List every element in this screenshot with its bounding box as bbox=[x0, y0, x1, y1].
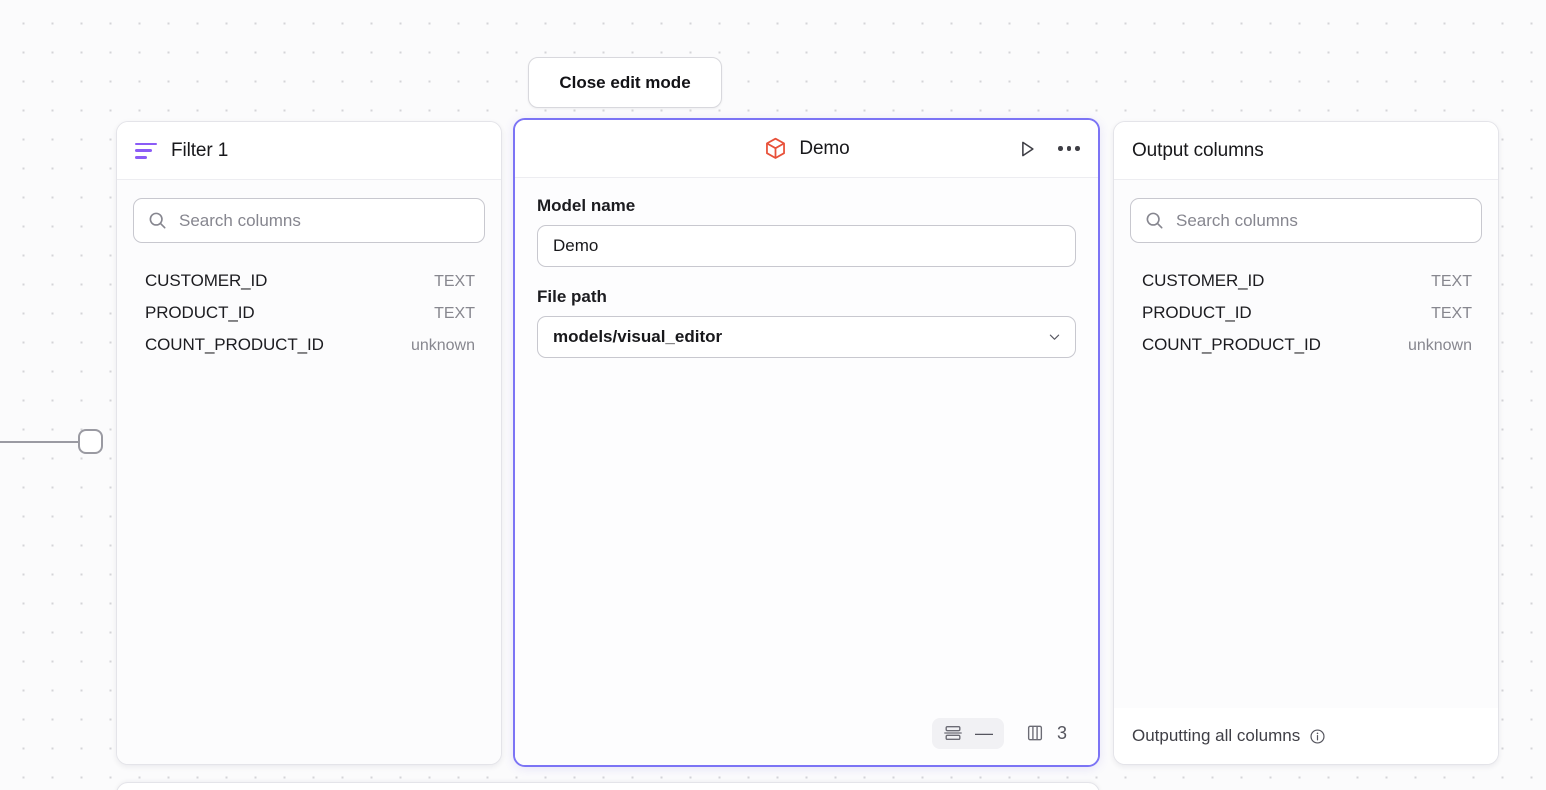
table-row[interactable]: CUSTOMER_ID TEXT bbox=[135, 265, 483, 297]
column-name: COUNT_PRODUCT_ID bbox=[145, 335, 324, 354]
model-title-group: Demo bbox=[763, 136, 850, 161]
output-panel-title: Output columns bbox=[1132, 139, 1264, 161]
filter-icon bbox=[135, 142, 157, 159]
column-name: CUSTOMER_ID bbox=[1142, 271, 1265, 290]
column-type: TEXT bbox=[1431, 305, 1472, 322]
row-count-stat[interactable]: — bbox=[931, 717, 1004, 749]
model-panel-actions bbox=[1014, 120, 1082, 177]
file-path-select[interactable]: models/visual_editor bbox=[537, 316, 1076, 358]
table-row[interactable]: PRODUCT_ID TEXT bbox=[135, 297, 483, 329]
filter-panel-header: Filter 1 bbox=[117, 122, 501, 180]
model-panel[interactable]: Demo Model name File path models/visual_… bbox=[513, 118, 1100, 767]
ellipsis-icon bbox=[1058, 146, 1080, 151]
row-count-value: — bbox=[974, 722, 993, 743]
model-name-input[interactable] bbox=[537, 225, 1076, 267]
rows-icon bbox=[944, 725, 962, 741]
output-columns-panel[interactable]: Output columns CUSTOMER_ID TEXT PRODUCT_… bbox=[1113, 121, 1499, 765]
output-footer-text: Outputting all columns bbox=[1132, 726, 1301, 745]
filter-panel-title: Filter 1 bbox=[171, 139, 229, 161]
search-icon bbox=[1146, 212, 1163, 229]
output-panel-header: Output columns bbox=[1114, 122, 1498, 180]
filter-search-input[interactable] bbox=[179, 210, 470, 231]
file-path-select-wrap: models/visual_editor bbox=[537, 316, 1076, 358]
filter-panel-body: CUSTOMER_ID TEXT PRODUCT_ID TEXT COUNT_P… bbox=[117, 180, 501, 764]
table-row[interactable]: CUSTOMER_ID TEXT bbox=[1132, 265, 1480, 297]
output-search-input[interactable] bbox=[1176, 210, 1467, 231]
file-path-value: models/visual_editor bbox=[553, 327, 723, 346]
table-row[interactable]: PRODUCT_ID TEXT bbox=[1132, 297, 1480, 329]
column-type: unknown bbox=[410, 337, 475, 354]
connection-handle[interactable] bbox=[78, 429, 103, 454]
column-type: TEXT bbox=[434, 305, 475, 322]
table-row[interactable]: COUNT_PRODUCT_ID unknown bbox=[135, 329, 483, 361]
table-row[interactable]: COUNT_PRODUCT_ID unknown bbox=[1132, 329, 1480, 361]
play-icon bbox=[1022, 141, 1034, 156]
column-type: TEXT bbox=[1431, 273, 1472, 290]
output-column-list: CUSTOMER_ID TEXT PRODUCT_ID TEXT COUNT_P… bbox=[1130, 265, 1482, 361]
search-icon bbox=[149, 212, 166, 229]
close-edit-mode-button[interactable]: Close edit mode bbox=[528, 57, 722, 108]
model-panel-header: Demo bbox=[515, 120, 1098, 178]
output-search-box[interactable] bbox=[1130, 198, 1482, 243]
filter-search-box[interactable] bbox=[133, 198, 485, 243]
column-name: PRODUCT_ID bbox=[145, 303, 255, 322]
model-panel-body: Model name File path models/visual_edito… bbox=[515, 178, 1098, 709]
file-path-label: File path bbox=[537, 287, 607, 306]
filter-panel[interactable]: Filter 1 CUSTOMER_ID TEXT PRODUCT_ID TEX… bbox=[116, 121, 502, 765]
filter-column-list: CUSTOMER_ID TEXT PRODUCT_ID TEXT COUNT_P… bbox=[133, 265, 485, 361]
run-button[interactable] bbox=[1014, 136, 1040, 162]
column-name: CUSTOMER_ID bbox=[145, 271, 268, 290]
model-name-label: Model name bbox=[537, 196, 636, 215]
more-options-button[interactable] bbox=[1056, 144, 1082, 153]
column-count-stat[interactable]: 3 bbox=[1014, 718, 1078, 749]
next-panel-partial[interactable] bbox=[116, 782, 1100, 790]
model-panel-title: Demo bbox=[799, 137, 850, 159]
output-panel-body: CUSTOMER_ID TEXT PRODUCT_ID TEXT COUNT_P… bbox=[1114, 180, 1498, 708]
column-type: TEXT bbox=[434, 273, 475, 290]
column-name: COUNT_PRODUCT_ID bbox=[1142, 335, 1321, 354]
model-stat-bar: — 3 bbox=[515, 709, 1098, 765]
cube-icon bbox=[766, 137, 786, 159]
column-name: PRODUCT_ID bbox=[1142, 303, 1252, 322]
column-type: unknown bbox=[1407, 337, 1472, 354]
info-icon[interactable] bbox=[1309, 728, 1326, 745]
columns-icon bbox=[1027, 725, 1043, 741]
column-count-value: 3 bbox=[1056, 722, 1067, 743]
connection-edge bbox=[0, 441, 82, 443]
output-panel-footer: Outputting all columns bbox=[1114, 708, 1498, 764]
